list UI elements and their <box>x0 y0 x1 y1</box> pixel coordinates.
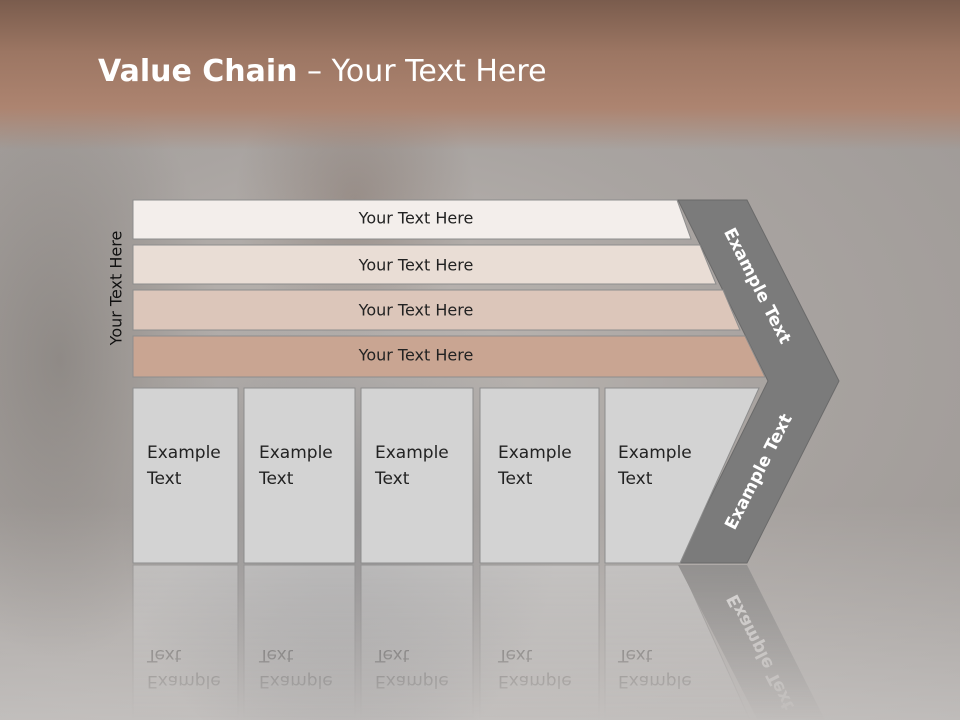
svg-text:Example: Example <box>147 671 221 691</box>
rows-group: Your Text Here Your Text Here Your Text … <box>132 199 766 378</box>
svg-text:Example: Example <box>259 671 333 691</box>
row-bar-3[interactable] <box>132 289 741 331</box>
row-bar-4[interactable] <box>132 335 766 378</box>
header-band <box>0 0 960 150</box>
title-rest: – Your Text Here <box>297 54 547 89</box>
column-2-line1: Example <box>259 443 333 463</box>
columns-group: Example Text Example Text Example Text E… <box>132 387 760 564</box>
svg-text:Text: Text <box>617 645 653 665</box>
column-box-2[interactable] <box>243 387 356 564</box>
column-box-5[interactable] <box>604 387 760 564</box>
column-3-line1: Example <box>375 443 449 463</box>
row-bar-1[interactable] <box>132 199 692 240</box>
row-bar-2[interactable] <box>132 244 717 285</box>
diagram-reflection: Example Text Example Text Example Text E… <box>132 564 825 720</box>
column-box-3[interactable] <box>360 387 474 564</box>
column-3-line2: Text <box>374 469 410 489</box>
column-2-line2: Text <box>258 469 294 489</box>
row-label-4: Your Text Here <box>358 346 474 365</box>
column-box-1[interactable] <box>132 387 239 564</box>
chevron-shape[interactable] <box>677 199 840 564</box>
row-label-1: Your Text Here <box>358 209 474 228</box>
column-1-line2: Text <box>146 469 182 489</box>
column-box-4[interactable] <box>479 387 600 564</box>
row-label-2: Your Text Here <box>358 256 474 275</box>
svg-text:Example: Example <box>498 671 572 691</box>
slide-title[interactable]: Value Chain – Your Text Here <box>98 54 547 89</box>
svg-text:Text: Text <box>146 645 182 665</box>
title-bold: Value Chain <box>98 54 298 89</box>
svg-text:Text: Text <box>374 645 410 665</box>
column-4-line1: Example <box>498 443 572 463</box>
column-4-line2: Text <box>497 469 533 489</box>
column-5-line2: Text <box>617 469 653 489</box>
svg-text:Text: Text <box>258 645 294 665</box>
svg-text:Example: Example <box>375 671 449 691</box>
column-5-line1: Example <box>618 443 692 463</box>
svg-text:Text: Text <box>497 645 533 665</box>
row-label-3: Your Text Here <box>358 301 474 320</box>
svg-text:Example: Example <box>618 671 692 691</box>
column-1-line1: Example <box>147 443 221 463</box>
